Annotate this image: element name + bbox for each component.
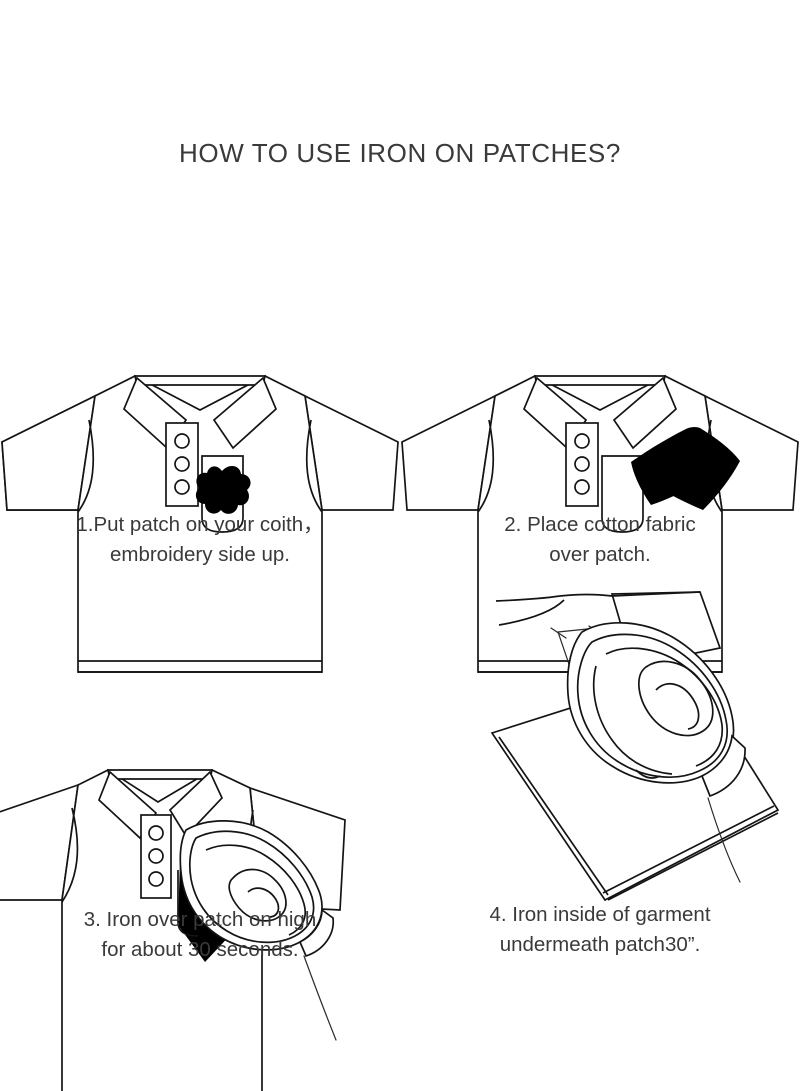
- step-4-caption-line-1: 4. Iron inside of garment: [489, 903, 711, 926]
- garment-hem-edge-2: [607, 812, 779, 901]
- step-1-caption: 1.Put patch on your coith， embroidery si…: [0, 510, 400, 570]
- left-armhole-seam: [77, 419, 95, 513]
- iron-heel: [298, 908, 335, 958]
- cotton-fabric-cover-left: [631, 430, 700, 505]
- step-3-illustration: [0, 570, 400, 1091]
- button-2-icon: [574, 456, 590, 472]
- step-4-illustration: [400, 570, 800, 905]
- iron-handle-opening: [228, 868, 287, 922]
- chest-pocket: [601, 455, 644, 533]
- step-2-caption: 2. Place cotton fabric over patch.: [400, 510, 800, 570]
- step-1-caption-line-2: embroidery side up.: [109, 543, 291, 566]
- iron-handle-inner: [247, 887, 280, 918]
- step-3-caption-line-2: for about 30 seconds.: [101, 938, 299, 961]
- garment-hem-edge: [602, 805, 775, 894]
- neckline-band: [533, 375, 667, 386]
- button-1-icon: [574, 433, 590, 449]
- button-2-icon: [148, 848, 164, 864]
- iron-soleplate-inner-edge: [576, 633, 728, 778]
- garment-neck-curve-2: [498, 599, 565, 626]
- iron-on-patch: [195, 465, 251, 514]
- garment-neck-curve: [495, 595, 561, 602]
- garment-hem-inner: [498, 736, 609, 896]
- button-3-icon: [574, 479, 590, 495]
- page-title: HOW TO USE IRON ON PATCHES?: [179, 138, 621, 168]
- left-armhole-seam: [61, 807, 79, 903]
- iron-power-cord: [303, 955, 337, 1041]
- collar-right: [212, 376, 278, 450]
- iron-handle-opening: [638, 660, 714, 737]
- step-4-caption: 4. Iron inside of garment undermeath pat…: [400, 900, 800, 960]
- collar-right: [612, 376, 678, 450]
- step-3-caption: 3. Iron over patch on high for about 30 …: [0, 905, 400, 965]
- step-4-caption-line-2: undermeath patch30”.: [499, 933, 701, 956]
- iron-body-outline-2: [592, 665, 673, 775]
- button-3-icon: [148, 871, 164, 887]
- neckline-band: [133, 375, 267, 386]
- step-1-illustration: [0, 180, 400, 673]
- iron-soleplate-inner-edge: [188, 830, 315, 944]
- garment-shoulder-line: [559, 591, 701, 597]
- step-1-caption-line-1: 1.Put patch on your coith，: [76, 513, 324, 536]
- button-1-icon: [148, 825, 164, 841]
- button-3-icon: [174, 479, 190, 495]
- chest-pocket-edge: [177, 870, 199, 937]
- button-1-icon: [174, 433, 190, 449]
- button-2-icon: [174, 456, 190, 472]
- iron-body-outline: [205, 844, 307, 936]
- right-armhole-seam: [305, 419, 323, 513]
- iron-handle-inner: [655, 682, 700, 730]
- step-3-caption-line-1: 3. Iron over patch on high: [83, 908, 317, 931]
- left-armhole-seam: [477, 419, 495, 513]
- guide-tick-1: [550, 627, 567, 639]
- step-2-illustration: [400, 180, 800, 673]
- neckline-band: [106, 769, 214, 780]
- iron-power-cord: [707, 797, 741, 883]
- step-2-caption-line-1: 2. Place cotton fabric: [504, 513, 696, 536]
- iron-heel: [700, 734, 746, 798]
- iron-heel-notch: [635, 769, 661, 779]
- step-2-caption-line-2: over patch.: [549, 543, 651, 566]
